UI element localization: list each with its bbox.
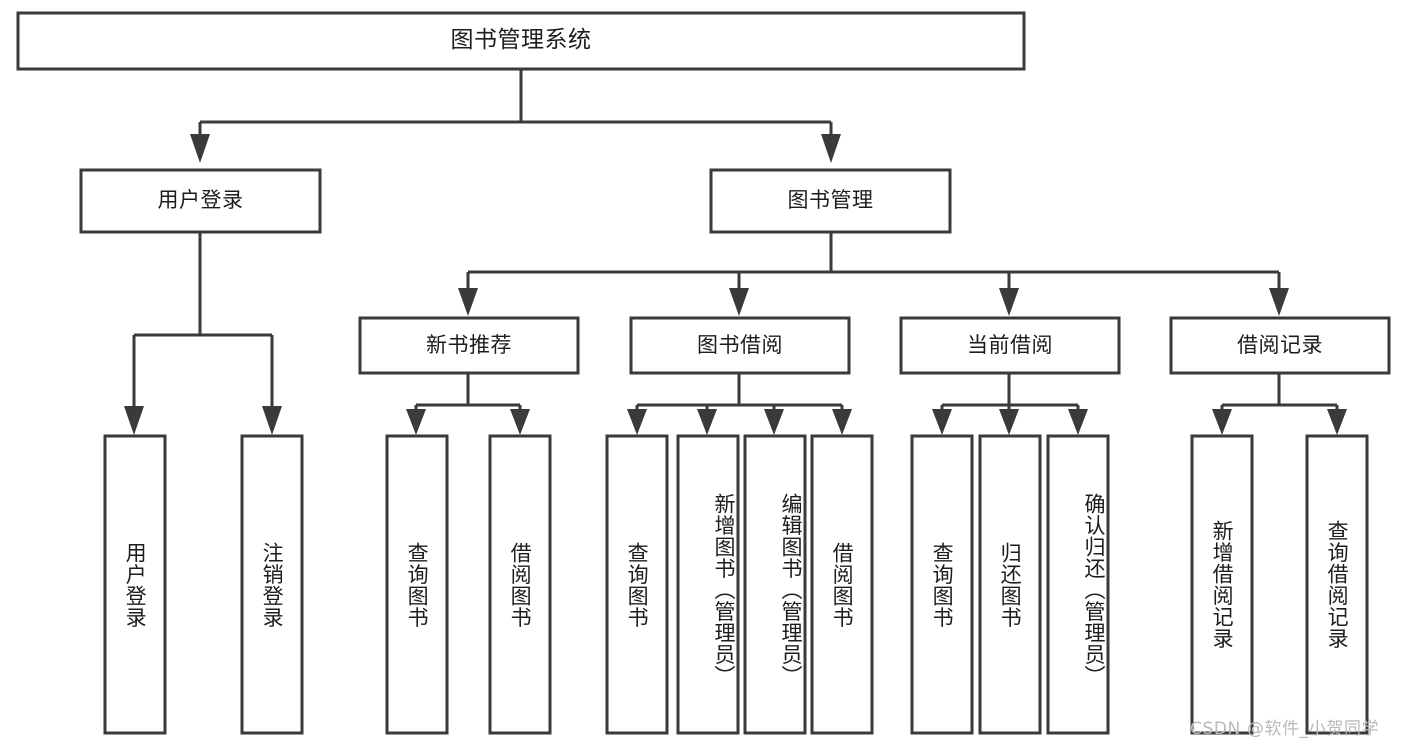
arrow-head-current-borrow	[999, 288, 1019, 316]
node-box-new-book-recommend[interactable]	[358, 316, 580, 375]
arrow-head-book-manage	[821, 134, 841, 163]
arrow-head-leaf-add-book	[697, 409, 717, 435]
arrow-head-leaf-user-login	[124, 406, 144, 435]
node-box-leaf-borrow-book-1[interactable]	[488, 434, 552, 735]
arrow-head-leaf-return-book	[999, 409, 1019, 435]
node-box-borrow-record[interactable]	[1169, 316, 1391, 375]
node-box-leaf-query-record[interactable]	[1305, 434, 1369, 735]
node-box-leaf-query-book-1[interactable]	[385, 434, 449, 735]
node-box-leaf-query-book-2[interactable]	[605, 434, 669, 735]
arrow-head-leaf-query-book-1	[406, 409, 426, 435]
arrow-head-leaf-query-record	[1327, 409, 1347, 435]
arrow-head-user-login	[190, 134, 210, 163]
node-box-leaf-add-record[interactable]	[1190, 434, 1254, 735]
node-box-leaf-edit-book[interactable]	[743, 434, 807, 735]
node-box-leaf-borrow-book-2[interactable]	[810, 434, 874, 735]
arrow-head-leaf-query-book-2	[627, 409, 647, 435]
arrow-head-leaf-user-logout	[262, 406, 282, 435]
node-box-leaf-return-book[interactable]	[978, 434, 1042, 735]
arrow-head-new-book-recommend	[458, 288, 478, 316]
arrow-head-borrow-record	[1269, 288, 1289, 316]
arrow-head-leaf-edit-book	[764, 409, 784, 435]
node-box-leaf-user-login[interactable]	[103, 434, 167, 735]
watermark-text: CSDN @软件_小贺同学	[1190, 719, 1380, 739]
arrow-head-leaf-query-book-3	[932, 409, 952, 435]
node-box-current-borrow[interactable]	[899, 316, 1121, 375]
node-box-leaf-query-book-3[interactable]	[910, 434, 974, 735]
node-box-book-manage[interactable]	[709, 168, 952, 234]
arrow-head-leaf-confirm-return	[1068, 409, 1088, 435]
node-box-book-borrow[interactable]	[629, 316, 851, 375]
arrow-head-leaf-add-record	[1212, 409, 1232, 435]
arrow-head-book-borrow	[729, 288, 749, 316]
node-box-user-login[interactable]	[79, 168, 322, 234]
node-box-leaf-confirm-return[interactable]	[1046, 434, 1110, 735]
node-box-leaf-user-logout[interactable]	[240, 434, 304, 735]
node-box-root[interactable]	[16, 11, 1026, 71]
arrow-head-leaf-borrow-book-1	[510, 409, 530, 435]
node-box-leaf-add-book[interactable]	[676, 434, 740, 735]
arrow-head-leaf-borrow-book-2	[832, 409, 852, 435]
